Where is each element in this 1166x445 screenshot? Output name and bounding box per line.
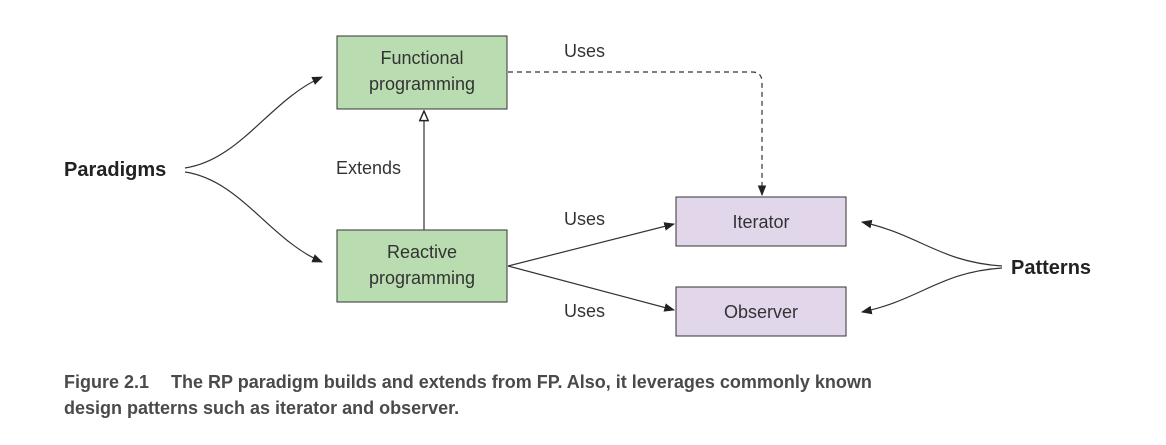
figure-caption: Figure 2.1 The RP paradigm builds and ext… (64, 369, 1124, 421)
rp-uses-observer-arrow (507, 265, 676, 312)
figure-number: Figure 2.1 (64, 372, 150, 392)
functional-label-line1: Functional (380, 48, 463, 68)
extends-label: Extends (336, 158, 401, 178)
caption-line1: Figure 2.1 The RP paradigm builds and ext… (64, 369, 1124, 395)
paradigms-label: Paradigms (64, 159, 166, 181)
reactive-label-line1: Reactive (387, 242, 457, 262)
iterator-node: Iterator (675, 196, 847, 247)
paradigms-to-functional-arrow (184, 76, 323, 169)
patterns-to-iterator-arrow (860, 219, 1003, 267)
patterns-label: Patterns (1011, 257, 1091, 279)
fp-uses-label: Uses (564, 41, 605, 61)
functional-label-line2: programming (369, 74, 475, 94)
caption-text-line1: The RP paradigm builds and extends from … (171, 372, 872, 392)
patterns-to-observer-arrow (860, 267, 1003, 315)
reactive-label-line2: programming (369, 268, 475, 288)
reactive-programming-node: Reactive programming (336, 229, 508, 303)
observer-label: Observer (724, 302, 798, 322)
rp-uses-iterator-arrow (507, 222, 676, 267)
iterator-label: Iterator (732, 212, 789, 232)
functional-programming-node: Functional programming (336, 35, 508, 110)
fp-uses-iterator-arrow (508, 71, 767, 197)
observer-node: Observer (675, 286, 847, 337)
caption-text-line2: design patterns such as iterator and obs… (64, 398, 460, 418)
rp-uses-observer-label: Uses (564, 301, 605, 321)
paradigms-to-reactive-arrow (184, 171, 323, 263)
rp-uses-iterator-label: Uses (564, 209, 605, 229)
